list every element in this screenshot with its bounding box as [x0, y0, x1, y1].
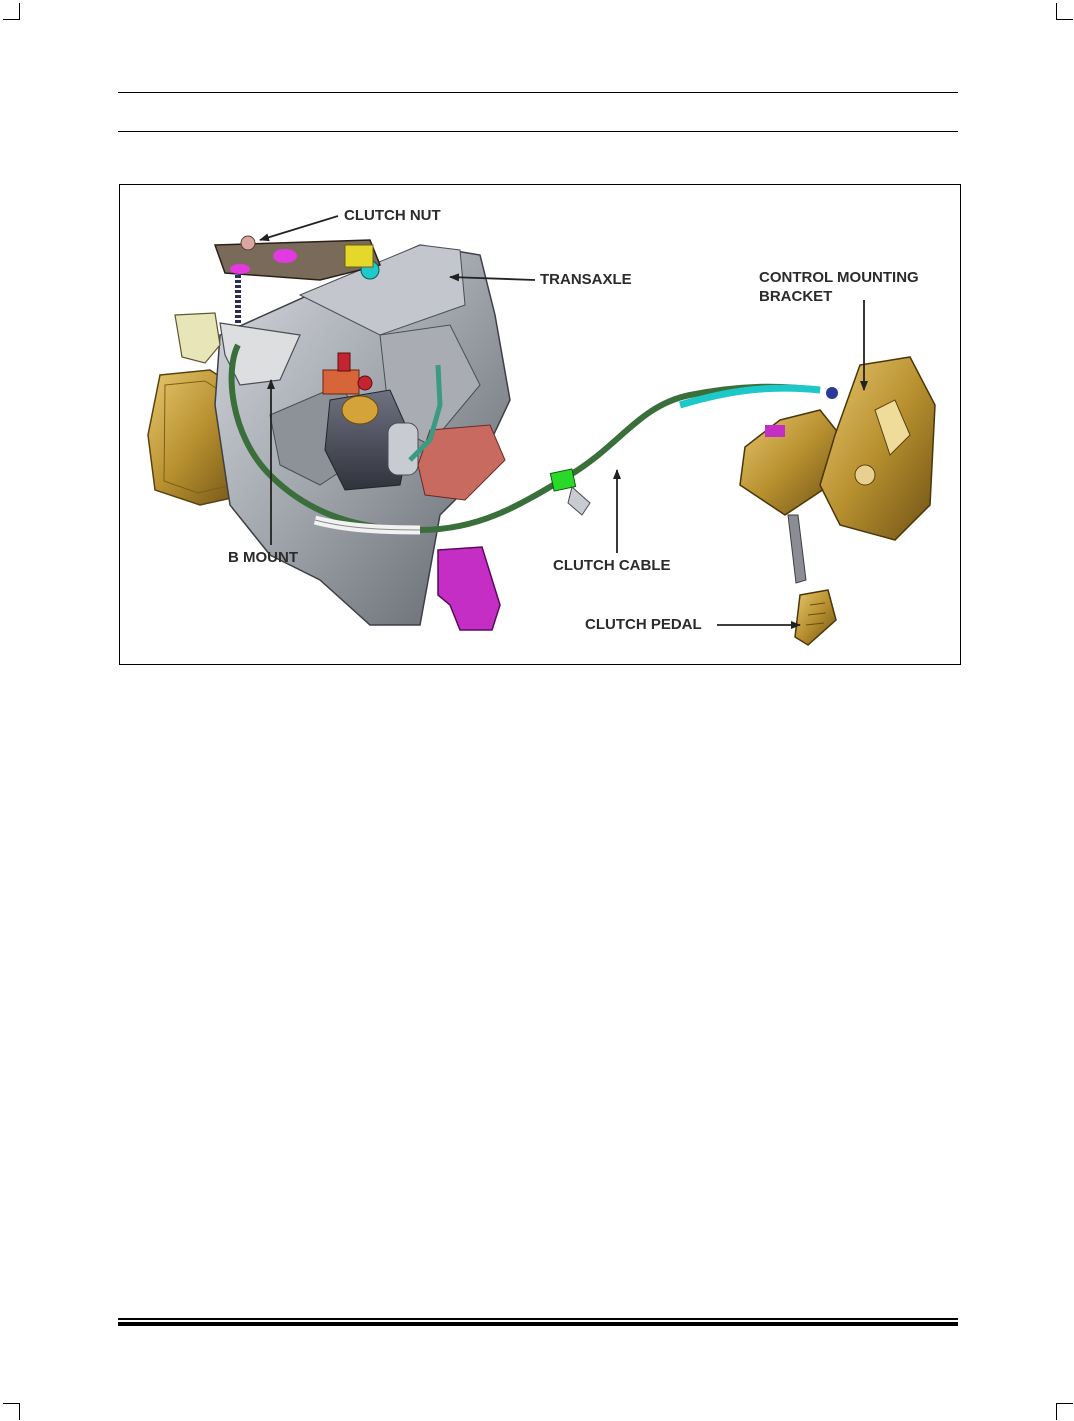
label-control-mounting-bracket-line1: CONTROL MOUNTING	[759, 269, 919, 286]
clutch-system-figure: CLUTCH NUT TRANSAXLE CONTROL MOUNTING BR…	[119, 184, 961, 665]
header-rule-bottom	[118, 131, 958, 132]
label-b-mount: B MOUNT	[228, 549, 298, 566]
label-transaxle: TRANSAXLE	[540, 271, 632, 288]
crop-mark-bottom-right	[1056, 1403, 1073, 1420]
label-clutch-pedal: CLUTCH PEDAL	[585, 616, 702, 633]
label-clutch-cable: CLUTCH CABLE	[553, 557, 671, 574]
footer-rule-thick	[118, 1322, 958, 1326]
clutch-nut-leader	[259, 215, 339, 242]
transaxle-assembly	[147, 235, 511, 631]
clutch-system-illustration	[147, 215, 936, 646]
transaxle-leader	[449, 273, 536, 282]
label-control-mounting-bracket-line2: BRACKET	[759, 288, 833, 305]
clutch-cable	[228, 343, 821, 535]
crop-mark-bottom-left	[3, 1403, 20, 1420]
header-rule-top	[118, 92, 958, 93]
crop-mark-top-right	[1056, 3, 1073, 20]
clutch-pedal-assembly	[739, 356, 936, 646]
label-clutch-nut: CLUTCH NUT	[344, 207, 441, 224]
crop-mark-top-left	[3, 3, 20, 20]
footer-rule-thin	[118, 1318, 958, 1320]
